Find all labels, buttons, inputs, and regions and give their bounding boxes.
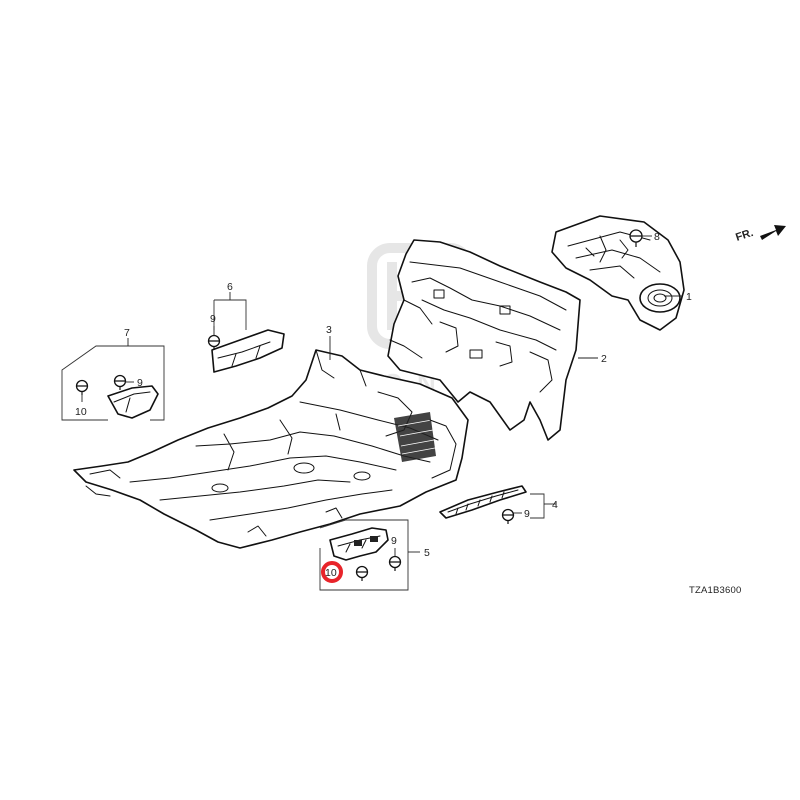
front-arrow-icon (760, 225, 786, 240)
fastener-clip-9-part5[interactable] (388, 555, 402, 572)
diagram-code: TZA1B3600 (689, 585, 742, 596)
fastener-clip-9-part6[interactable] (207, 334, 221, 351)
fastener-clip-9-part4[interactable] (501, 508, 515, 525)
part-3-floor-carpet[interactable] (73, 349, 469, 549)
callout-9-part4[interactable]: 9 (524, 508, 530, 520)
part-5-bracket[interactable] (329, 527, 389, 561)
callout-1[interactable]: 1 (686, 291, 692, 303)
fastener-clip-10-part7[interactable] (75, 379, 89, 396)
group-box-6 (213, 299, 247, 330)
fastener-clip-9-part7[interactable] (113, 374, 127, 391)
callout-9-part6[interactable]: 9 (210, 313, 216, 325)
part-6-bracket[interactable] (211, 329, 285, 373)
front-direction-label: FR. (734, 227, 755, 244)
part-7-bracket[interactable] (107, 385, 159, 419)
callout-6[interactable]: 6 (227, 281, 233, 293)
callout-8[interactable]: 8 (654, 231, 660, 243)
group-box-5 (319, 519, 409, 591)
callout-9-part5[interactable]: 9 (391, 535, 397, 547)
callout-9-part7[interactable]: 9 (137, 377, 143, 389)
group-box-7 (61, 345, 165, 421)
callout-7[interactable]: 7 (124, 327, 130, 339)
callout-3[interactable]: 3 (326, 324, 332, 336)
fastener-clip-10-part5[interactable] (355, 565, 369, 582)
callout-10-part7[interactable]: 10 (75, 406, 87, 418)
highlight-ring (321, 561, 343, 583)
callout-10-part5[interactable]: 10 (325, 567, 337, 579)
part-2-dashboard-lower-insulator[interactable] (387, 239, 581, 441)
callout-2[interactable]: 2 (601, 353, 607, 365)
part-1-dashboard-insulator[interactable] (551, 215, 685, 331)
front-direction-indicator: FR. (734, 225, 786, 244)
callout-4[interactable]: 4 (552, 499, 558, 511)
part-4-floor-trim-strip[interactable] (439, 485, 527, 519)
group-box-4 (530, 493, 545, 519)
callout-5[interactable]: 5 (424, 547, 430, 559)
